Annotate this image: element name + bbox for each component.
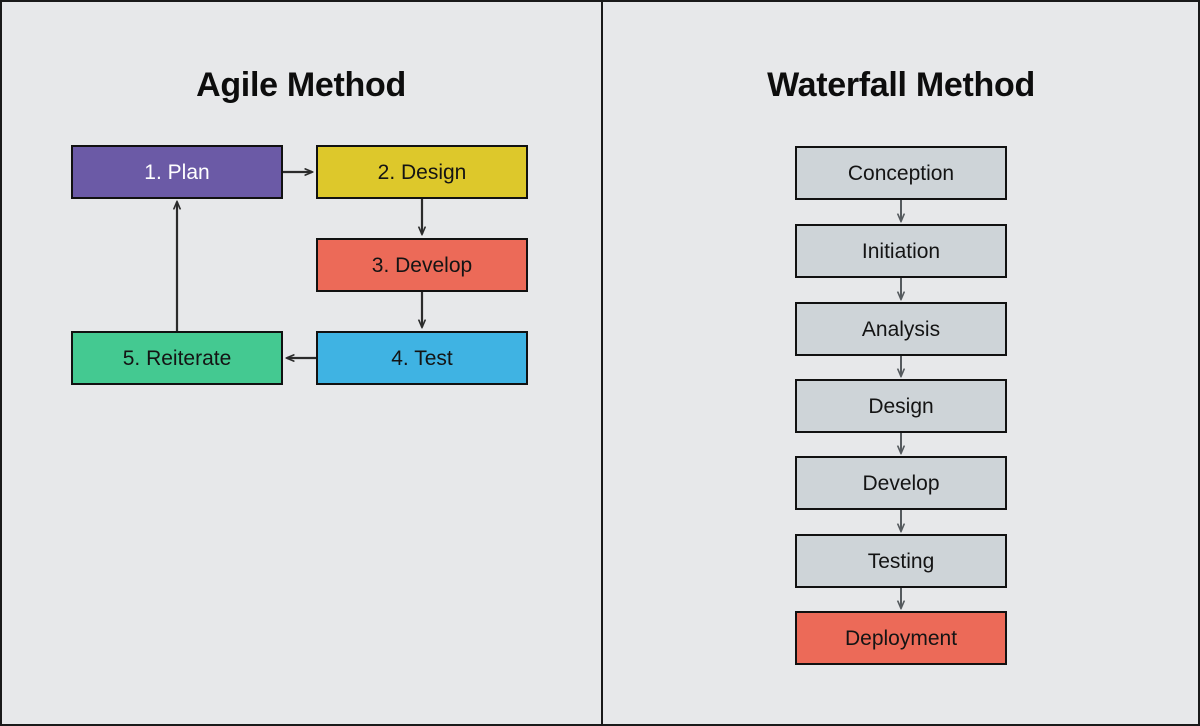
waterfall-node-design-label: Design — [868, 394, 934, 418]
agile-node-develop[interactable]: 3. Develop — [316, 238, 528, 292]
agile-node-develop-label: 3. Develop — [371, 253, 473, 277]
agile-node-test-label: 4. Test — [391, 346, 453, 370]
agile-node-test[interactable]: 4. Test — [316, 331, 528, 385]
waterfall-node-initiation-label: Initiation — [861, 239, 941, 263]
waterfall-node-testing-label: Testing — [867, 549, 935, 573]
agile-panel-title: Agile Method — [196, 66, 406, 104]
agile-node-design[interactable]: 2. Design — [316, 145, 528, 199]
waterfall-node-deployment-label: Deployment — [844, 626, 958, 650]
agile-node-reiterate-label: 5. Reiterate — [122, 346, 232, 370]
waterfall-node-initiation[interactable]: Initiation — [795, 224, 1007, 278]
waterfall-node-deployment[interactable]: Deployment — [795, 611, 1007, 665]
waterfall-node-analysis[interactable]: Analysis — [795, 302, 1007, 356]
waterfall-node-develop-label: Develop — [862, 471, 940, 495]
agile-node-design-label: 2. Design — [377, 160, 467, 184]
waterfall-node-design[interactable]: Design — [795, 379, 1007, 433]
waterfall-panel-title: Waterfall Method — [767, 66, 1035, 104]
waterfall-node-conception[interactable]: Conception — [795, 146, 1007, 200]
panel-divider — [601, 2, 603, 724]
waterfall-node-develop[interactable]: Develop — [795, 456, 1007, 510]
agile-node-plan[interactable]: 1. Plan — [71, 145, 283, 199]
agile-node-reiterate[interactable]: 5. Reiterate — [71, 331, 283, 385]
waterfall-node-analysis-label: Analysis — [861, 317, 941, 341]
waterfall-node-testing[interactable]: Testing — [795, 534, 1007, 588]
waterfall-node-conception-label: Conception — [847, 161, 955, 185]
agile-node-plan-label: 1. Plan — [144, 160, 210, 184]
